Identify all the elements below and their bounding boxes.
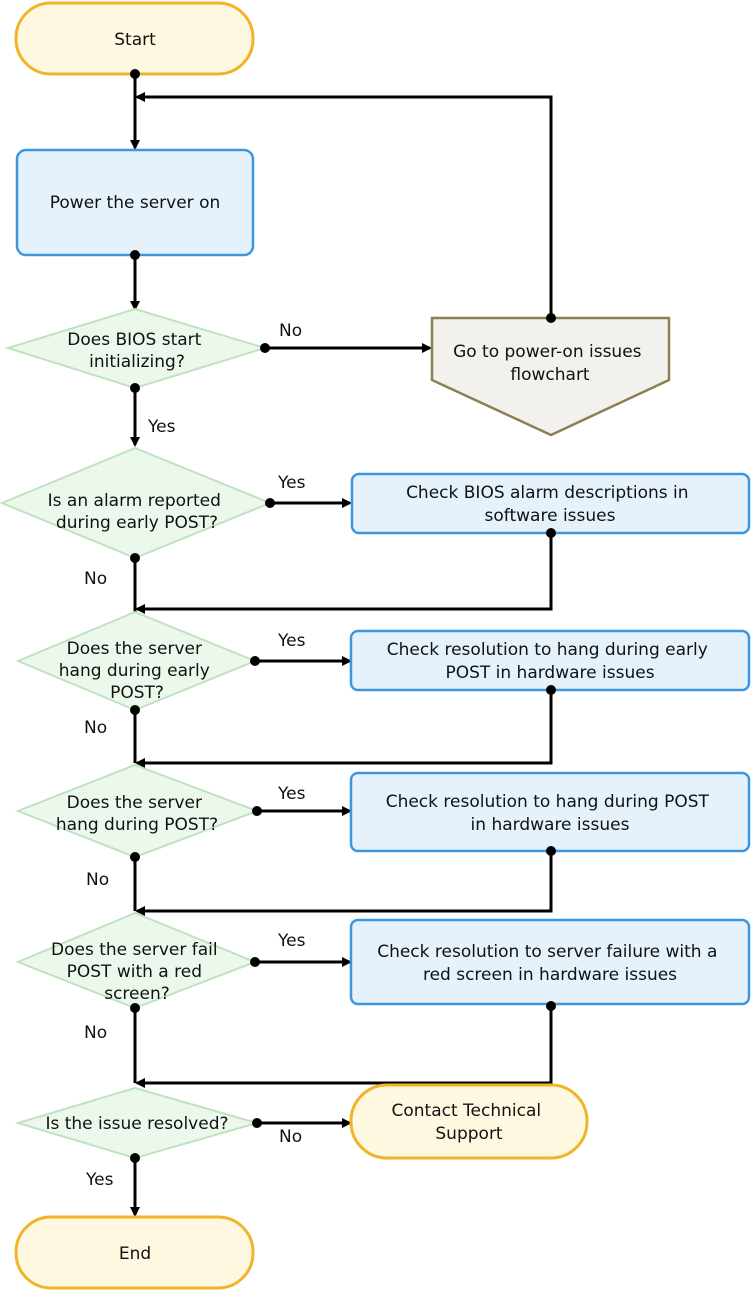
dot-bios-bottom: [130, 383, 140, 393]
power-issues-label-line-2: flowchart: [510, 365, 590, 385]
alarm-early-decision: Is an alarm reported during early POST?: [0, 446, 273, 560]
check-red-screen-label: Check resolution to server failure with …: [377, 942, 723, 985]
resolved-decision: Is the issue resolved?: [14, 1086, 261, 1160]
check-hang-early-label-line-1: Check resolution to hang during early: [387, 640, 708, 660]
check-hang-post-label-line-1: Check resolution to hang during POST: [386, 792, 710, 812]
check-hang-post-node: Check resolution to hang during POST in …: [349, 771, 751, 853]
resolved-label: Is the issue resolved?: [45, 1114, 228, 1134]
hang-post-label: Does the server hang during POST?: [56, 793, 218, 835]
check-hang-post-label: Check resolution to hang during POST in …: [386, 792, 715, 835]
connector-loop-back-from-power-issues: [135, 92, 553, 318]
contact-support-label-line-2: Support: [435, 1124, 503, 1144]
check-bios-alarm-label: Check BIOS alarm descriptions in softwar…: [406, 483, 694, 526]
dot-red-bottom: [130, 1003, 140, 1013]
check-hang-early-label-line-2: POST in hardware issues: [445, 663, 654, 683]
edge-label-hang-early-yes: Yes: [277, 631, 306, 651]
dot-hang-post-right: [252, 806, 262, 816]
edge-label-bios-no: No: [279, 321, 302, 341]
edge-label-alarm-yes: Yes: [277, 473, 306, 493]
end-terminal-shape: [14, 1215, 255, 1290]
red-screen-label-line-2: POST with a red: [67, 962, 202, 982]
dot-resolved-bottom: [130, 1153, 140, 1163]
power-on-label: Power the server on: [50, 193, 221, 213]
red-screen-label: Does the server fail POST with a red scr…: [51, 940, 223, 1004]
check-red-screen-label-line-2: red screen in hardware issues: [423, 965, 677, 985]
check-bios-alarm-node: Check BIOS alarm descriptions in softwar…: [350, 472, 751, 535]
dot-check-red-bottom: [546, 1001, 556, 1011]
edge-label-resolved-no: No: [279, 1127, 302, 1147]
bios-init-decision: Does BIOS start initializing?: [4, 307, 269, 390]
hang-post-decision: Does the server hang during POST?: [15, 763, 260, 859]
red-screen-label-line-3: screen?: [104, 984, 170, 1004]
edge-label-red-yes: Yes: [277, 931, 306, 951]
start-label: Start: [114, 30, 156, 50]
hang-post-label-line-2: hang during POST?: [56, 815, 218, 835]
check-hang-early-node: Check resolution to hang during early PO…: [349, 629, 751, 692]
connector-hang-early-return: [135, 690, 553, 768]
power-issues-label-line-1: Go to power-on issues: [453, 342, 642, 362]
hang-early-label-line-3: POST?: [110, 683, 164, 703]
dot-check-hang-early-bottom: [546, 685, 556, 695]
edge-label-hang-post-yes: Yes: [277, 784, 306, 804]
connector-red-return: [135, 1006, 553, 1088]
connector-dots: [130, 69, 556, 1163]
alarm-early-label-line-2: during early POST?: [56, 513, 218, 533]
bios-init-label-line-2: initializing?: [89, 352, 185, 372]
contact-support-label: Contact Technical Support: [391, 1101, 546, 1144]
power-issues-offpage: Go to power-on issues flowchart: [430, 316, 671, 437]
connector-hang-post-return: [135, 851, 553, 916]
hang-early-label-line-2: hang during early: [59, 661, 210, 681]
dot-check-bios-alarm-bottom: [546, 528, 556, 538]
check-hang-early-label: Check resolution to hang during early PO…: [387, 640, 713, 683]
dot-check-hang-post-bottom: [546, 846, 556, 856]
alarm-early-label: Is an alarm reported during early POST?: [48, 491, 227, 533]
edge-label-alarm-no: No: [84, 569, 107, 589]
dot-power-issues-top: [546, 313, 556, 323]
bios-init-label: Does BIOS start initializing?: [67, 330, 206, 372]
power-on-node: Power the server on: [15, 148, 255, 257]
contact-support-node: Contact Technical Support: [349, 1083, 589, 1160]
contact-support-label-line-1: Contact Technical: [391, 1101, 541, 1121]
hang-early-label-line-1: Does the server: [67, 639, 202, 659]
connectors: [130, 74, 553, 1217]
contact-support-terminal-shape: [349, 1083, 589, 1160]
red-screen-decision: Does the server fail POST with a red scr…: [15, 911, 258, 1010]
dot-red-right: [250, 957, 260, 967]
edge-label-hang-post-no: No: [86, 870, 109, 890]
alarm-early-label-line-1: Is an alarm reported: [48, 491, 221, 511]
dot-power-bottom: [130, 250, 140, 260]
dot-start-bottom: [130, 69, 140, 79]
dot-hang-post-bottom: [130, 852, 140, 862]
hang-early-decision: Does the server hang during early POST?: [15, 610, 258, 712]
red-screen-label-line-1: Does the server fail: [51, 940, 218, 960]
start-node: Start: [14, 1, 255, 76]
dot-bios-right: [260, 343, 270, 353]
power-issues-offpage-shape: [430, 316, 671, 437]
dot-hang-early-bottom: [130, 705, 140, 715]
check-hang-post-label-line-2: in hardware issues: [471, 815, 630, 835]
edge-label-bios-yes: Yes: [147, 417, 176, 437]
hang-post-label-line-1: Does the server: [67, 793, 202, 813]
check-bios-alarm-label-line-1: Check BIOS alarm descriptions in: [406, 483, 688, 503]
dot-alarm-right: [265, 498, 275, 508]
dot-alarm-bottom: [130, 553, 140, 563]
edge-labels: No Yes Yes No Yes No Yes No Yes No No Ye…: [84, 321, 306, 1190]
edge-label-resolved-yes: Yes: [85, 1170, 114, 1190]
dot-hang-early-right: [250, 656, 260, 666]
check-red-screen-shape: [349, 918, 751, 1006]
edge-label-hang-early-no: No: [84, 718, 107, 738]
check-red-screen-node: Check resolution to server failure with …: [349, 918, 751, 1006]
check-red-screen-label-line-1: Check resolution to server failure with …: [377, 942, 717, 962]
bios-init-label-line-1: Does BIOS start: [67, 330, 201, 350]
check-hang-post-shape: [349, 771, 751, 853]
end-label: End: [119, 1244, 151, 1264]
dot-resolved-right: [252, 1118, 262, 1128]
end-node: End: [14, 1215, 255, 1290]
connector-bios-alarm-return: [135, 533, 553, 614]
power-issues-label: Go to power-on issues flowchart: [453, 342, 647, 385]
hang-early-label: Does the server hang during early POST?: [59, 639, 215, 703]
check-bios-alarm-label-line-2: software issues: [485, 506, 616, 526]
edge-label-red-no: No: [84, 1023, 107, 1043]
